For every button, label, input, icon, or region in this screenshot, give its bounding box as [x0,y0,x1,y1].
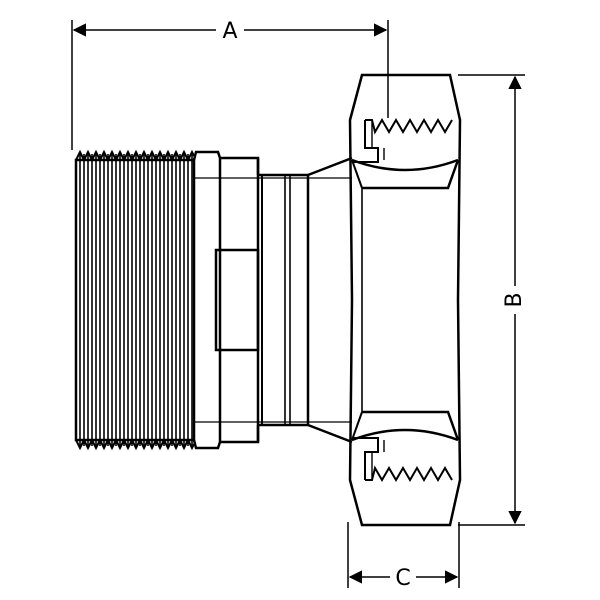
hex-nut [348,73,462,527]
thread-lines [79,154,193,446]
dimension-label-c: C [395,566,410,591]
wrench-flat [214,248,260,352]
neck-section [258,173,310,427]
dimension-a: A [71,16,389,150]
thread-body-outline [74,158,196,442]
seal-seat-top [352,120,379,163]
cone-section [307,156,353,444]
dimension-label-b: B [502,292,527,307]
dimension-label-a: A [222,19,237,44]
internal-thread-bottom [365,465,453,482]
body-section [220,156,260,444]
fitting-body [192,150,353,450]
thread-crest-top [75,149,195,163]
seal-seat-bottom [352,437,379,480]
hex-flat-curve-top [351,158,459,172]
internal-thread-top [365,118,453,135]
dimension-b: B [458,74,528,526]
dimension-c: C [347,522,460,591]
hex-nut-outline [348,73,462,527]
thread-relief-step [192,150,222,450]
thread-crest-bottom [75,437,195,451]
hex-flat-curve-bottom [351,428,459,442]
threaded-male-end [74,149,196,451]
